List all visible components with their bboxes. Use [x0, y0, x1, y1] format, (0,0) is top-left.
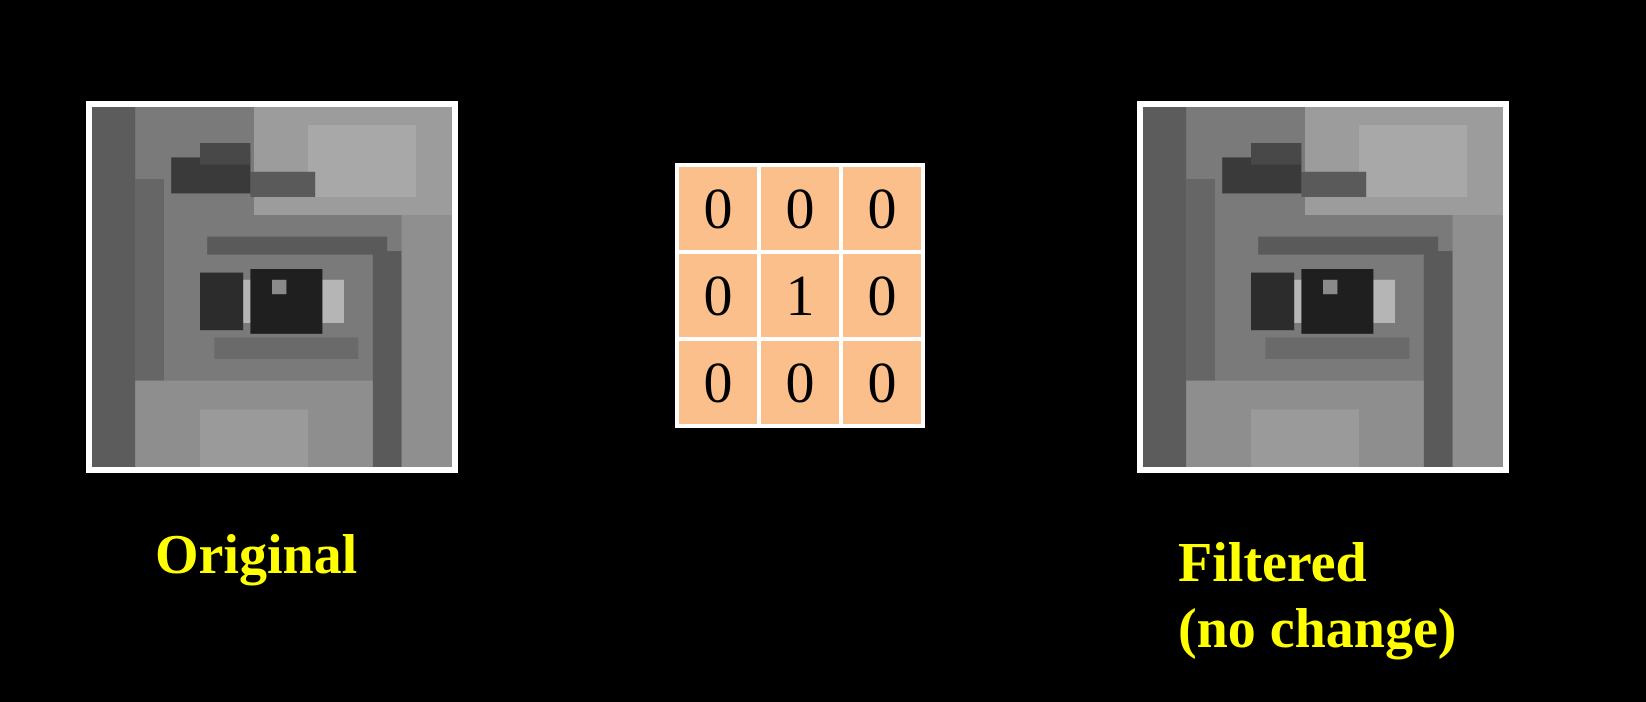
kernel-cell: 0	[761, 167, 839, 250]
kernel-cell: 0	[843, 254, 921, 337]
caption-filtered-line1: Filtered	[1178, 532, 1367, 594]
eye-image-filtered	[1143, 107, 1503, 467]
kernel-matrix: 0 0 0 0 1 0 0 0 0	[675, 163, 925, 428]
caption-filtered: Filtered (no change)	[1178, 530, 1456, 662]
kernel-cell: 1	[761, 254, 839, 337]
kernel-cell: 0	[679, 254, 757, 337]
filtered-image	[1137, 101, 1509, 473]
kernel-cell: 0	[679, 167, 757, 250]
original-image	[86, 101, 458, 473]
kernel-cell: 0	[843, 167, 921, 250]
caption-original: Original	[155, 524, 358, 586]
eye-image-original	[92, 107, 452, 467]
kernel-cell: 0	[679, 341, 757, 424]
kernel-cell: 0	[843, 341, 921, 424]
kernel-cell: 0	[761, 341, 839, 424]
caption-filtered-line2: (no change)	[1178, 598, 1457, 660]
